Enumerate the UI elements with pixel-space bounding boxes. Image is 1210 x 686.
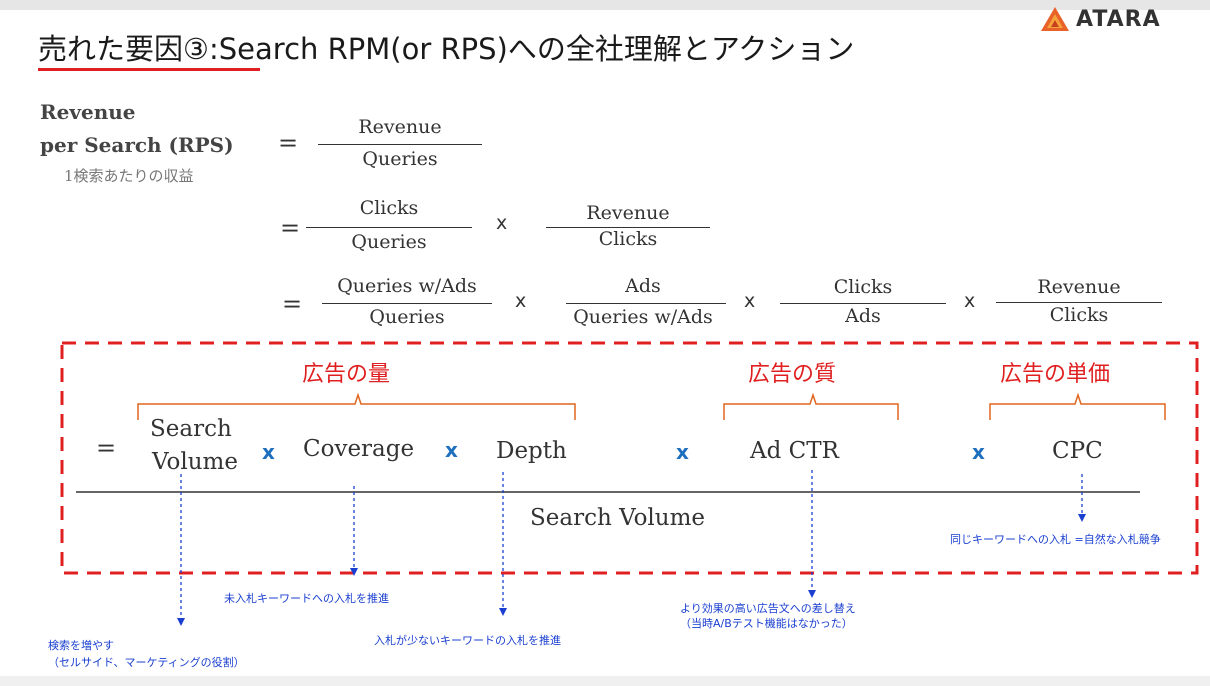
eq1-fraction-bar	[318, 144, 482, 145]
eq3-f4-fraction-bar	[996, 302, 1162, 303]
eq3-f1-numerator: Queries w/Ads	[337, 275, 477, 297]
page-title: 売れた要因③:Search RPM(or RPS)への全社理解とアクション	[38, 32, 855, 66]
term-coverage: Coverage	[303, 436, 415, 462]
label-ad-quantity: 広告の量	[302, 362, 391, 387]
eq2-f1-fraction-bar	[306, 227, 472, 228]
eq3-f4-denominator: Clicks	[1049, 304, 1109, 326]
eq1-numerator: Revenue	[358, 116, 442, 138]
note-adctr-2: （当時A/Bテスト機能はなかった）	[680, 617, 853, 630]
note-coverage: 未入札キーワードへの入札を推進	[224, 592, 389, 605]
equals-sign: =	[282, 290, 303, 318]
note-search-2: （セルサイド、マーケティングの役割）	[48, 656, 245, 669]
rps-label-line1: Revenue	[40, 100, 136, 124]
rps-label-sub: 1検索あたりの収益	[64, 167, 194, 185]
eq3-f2-numerator: Ads	[625, 275, 661, 297]
eq3-f1-denominator: Queries	[369, 306, 445, 328]
eq3-f2-fraction-bar	[566, 303, 726, 304]
times-sign: x	[744, 290, 756, 312]
term-ad-ctr: Ad CTR	[750, 438, 839, 464]
arrowhead-cpc	[1078, 514, 1086, 522]
eq2-f1-denominator: Queries	[351, 231, 427, 253]
times-sign: x	[496, 212, 508, 234]
times-sign: x	[262, 440, 275, 464]
note-search-1: 検索を増やす	[48, 639, 114, 652]
times-sign: x	[972, 440, 985, 464]
arrowhead-search	[177, 618, 185, 626]
arrowhead-adctr	[808, 590, 816, 598]
eq3-f1-fraction-bar	[322, 303, 492, 304]
brace-quality	[723, 392, 899, 420]
term-depth: Depth	[496, 438, 567, 464]
note-depth: 入札が少ないキーワードの入札を推進	[374, 634, 561, 647]
eq2-f2-fraction-bar	[546, 227, 710, 228]
times-sign: x	[445, 438, 458, 462]
arrowhead-depth	[499, 608, 507, 616]
eq3-f3-fraction-bar	[780, 303, 946, 304]
term-volume: Volume	[152, 449, 238, 475]
equals-sign: =	[280, 214, 301, 242]
eq2-f2-numerator: Revenue	[586, 202, 670, 224]
equals-sign: =	[278, 129, 299, 157]
term-search: Search	[150, 416, 232, 442]
brace-price	[989, 392, 1166, 420]
bottom-bar	[0, 676, 1210, 686]
eq3-f3-numerator: Clicks	[833, 276, 893, 298]
times-sign: x	[964, 290, 976, 312]
atara-logo: ATARA	[1040, 4, 1161, 34]
title-underline	[38, 68, 260, 71]
eq3-f3-denominator: Ads	[845, 305, 881, 327]
atara-logo-icon	[1041, 7, 1069, 31]
top-bar	[0, 0, 1210, 10]
denominator-search-volume: Search Volume	[530, 505, 706, 531]
equals-sign: =	[96, 434, 117, 462]
brace-quantity	[137, 392, 576, 420]
dashed-box	[60, 341, 1199, 575]
label-ad-unit-price: 広告の単価	[1000, 362, 1111, 387]
eq3-f4-numerator: Revenue	[1037, 276, 1121, 298]
times-sign: x	[515, 290, 527, 312]
arrowhead-coverage	[350, 568, 358, 576]
term-cpc: CPC	[1052, 438, 1103, 464]
eq1-denominator: Queries	[362, 148, 438, 170]
logo-text: ATARA	[1076, 6, 1161, 32]
eq2-f2-denominator: Clicks	[598, 228, 658, 250]
eq3-f2-denominator: Queries w/Ads	[573, 306, 713, 328]
eq2-f1-numerator: Clicks	[359, 197, 419, 219]
label-ad-quality: 広告の質	[748, 362, 837, 387]
note-cpc: 同じキーワードへの入札 =自然な入札競争	[950, 533, 1161, 546]
note-adctr-1: より効果の高い広告文への差し替え	[680, 602, 856, 615]
rps-label-line2: per Search (RPS)	[40, 133, 234, 157]
times-sign: x	[676, 440, 689, 464]
